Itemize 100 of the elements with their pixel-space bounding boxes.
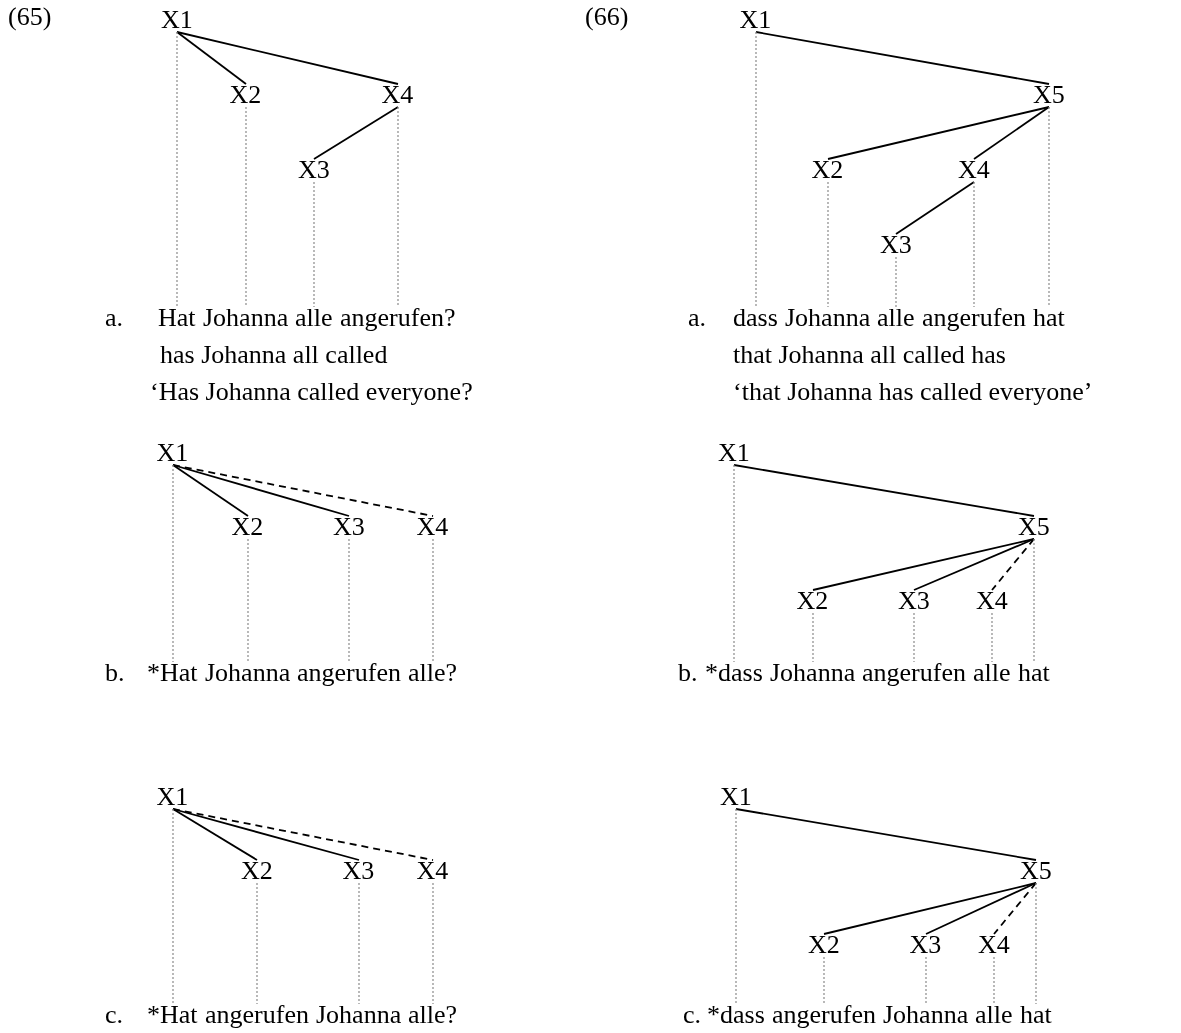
projection-line [245, 106, 247, 308]
gloss-line: has Johanna all called [160, 340, 388, 370]
tree-branch [755, 31, 1050, 85]
projection-line [827, 181, 829, 308]
example-letter: b. [678, 658, 698, 688]
tree-node-label: X4 [976, 586, 1008, 616]
tree-node-label: X5 [1020, 856, 1052, 886]
tree-node-label: X1 [156, 438, 189, 468]
tree-node-label: X5 [1018, 512, 1050, 542]
example-letter: c. [105, 1000, 124, 1030]
tree-node-label: X3 [898, 586, 930, 616]
tree-branch [172, 808, 258, 861]
tree-node-label: X3 [333, 512, 365, 542]
tree-node-label: X1 [161, 5, 193, 35]
sentence-word: alle? [408, 658, 458, 688]
tree-branch [827, 106, 1050, 160]
sentence-word: Johanna [770, 658, 856, 688]
tree-node-label: X2 [811, 155, 844, 185]
tree-branch [172, 808, 434, 861]
sentence-word: angerufen [297, 658, 401, 688]
gloss-line: ‘Has Johanna called everyone? [150, 377, 473, 407]
tree-node-label: X3 [909, 930, 942, 960]
tree-branch [895, 181, 975, 235]
tree-branch [176, 31, 247, 85]
gloss-line: ‘that Johanna has called everyone’ [733, 377, 1093, 407]
projection-line [913, 612, 915, 663]
sentence-word: alle [295, 303, 333, 333]
projection-line [172, 464, 174, 663]
projection-line [432, 882, 434, 1005]
sentence-word: Johanna [205, 658, 291, 688]
sentence-word: hat [1018, 658, 1050, 688]
projection-line [735, 808, 737, 1005]
tree-branch [176, 31, 399, 85]
projection-line [172, 808, 174, 1005]
tree-branch [172, 464, 249, 517]
tree-branch [913, 538, 1035, 591]
tree-node-label: X4 [381, 80, 414, 110]
projection-line [1048, 106, 1050, 308]
sentence-word: angerufen [205, 1000, 309, 1030]
projection-line [256, 882, 258, 1005]
tree-branch [925, 882, 1037, 935]
tree-branch [991, 538, 1035, 591]
sentence-word: angerufen [922, 303, 1026, 333]
sentence-word: *dass [707, 1000, 765, 1030]
sentence-word: *Hat [147, 1000, 198, 1030]
gloss-line: that Johanna all called has [733, 340, 1006, 370]
example-number: (65) [8, 2, 52, 32]
tree-branch [993, 882, 1037, 935]
sentence-word: *dass [705, 658, 763, 688]
sentence-word: angerufen [862, 658, 966, 688]
projection-line [247, 538, 249, 663]
projection-line [432, 538, 434, 663]
sentence-word: alle [975, 1000, 1013, 1030]
projection-line [1035, 882, 1037, 1005]
sentence-word: angerufen? [340, 303, 456, 333]
sentence-word: hat [1033, 303, 1065, 333]
sentence-word: Hat [158, 303, 196, 333]
tree-branch [172, 464, 434, 517]
tree-node-label: X4 [978, 930, 1010, 960]
sentence-word: alle [973, 658, 1011, 688]
tree-node-label: X3 [342, 856, 375, 886]
sentence-word: dass [733, 303, 778, 333]
sentence-word: alle? [408, 1000, 458, 1030]
projection-line [348, 538, 350, 663]
tree-node-label: X2 [796, 586, 829, 616]
projection-line [812, 612, 814, 663]
tree-node-label: X2 [229, 80, 262, 110]
projection-line [358, 882, 360, 1005]
tree-node-label: X2 [231, 512, 264, 542]
projection-line [1033, 538, 1035, 663]
tree-branch [973, 106, 1050, 160]
projection-line [397, 106, 399, 308]
tree-branch [313, 106, 399, 160]
tree-branch [812, 538, 1035, 591]
tree-node-label: X1 [720, 782, 752, 812]
tree-node-label: X3 [298, 155, 330, 185]
example-letter: a. [688, 303, 707, 333]
sentence-word: *Hat [147, 658, 198, 688]
tree-branch [172, 464, 350, 517]
projection-line [823, 956, 825, 1005]
tree-node-label: X4 [416, 856, 449, 886]
tree-branch [172, 808, 360, 861]
example-number: (66) [585, 2, 629, 32]
sentence-word: Johanna [785, 303, 871, 333]
projection-line [895, 256, 897, 308]
tree-node-label: X1 [739, 5, 772, 35]
projection-line [991, 612, 993, 663]
example-letter: c. [683, 1000, 702, 1030]
sentence-word: alle [877, 303, 915, 333]
tree-node-label: X2 [241, 856, 273, 886]
example-letter: b. [105, 658, 125, 688]
tree-branch [733, 464, 1035, 517]
tree-node-label: X1 [718, 438, 750, 468]
projection-line [755, 31, 757, 308]
sentence-word: hat [1020, 1000, 1052, 1030]
projection-line [176, 31, 178, 308]
tree-node-label: X4 [416, 512, 449, 542]
sentence-word: Johanna [203, 303, 289, 333]
tree-node-label: X3 [880, 230, 912, 260]
tree-node-label: X5 [1033, 80, 1065, 110]
